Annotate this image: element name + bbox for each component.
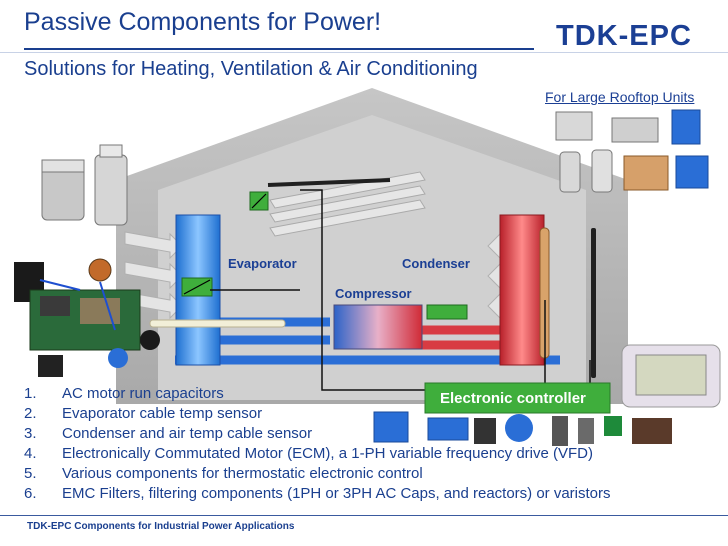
page-title: Passive Components for Power! — [24, 8, 382, 36]
condenser-label: Condenser — [402, 256, 470, 271]
rooftop-units-label: For Large Rooftop Units — [545, 89, 695, 105]
list-number: 6. — [24, 485, 37, 502]
list-text: Condenser and air temp cable sensor — [62, 425, 313, 442]
list-item: 2. Evaporator cable temp sensor — [24, 405, 611, 425]
list-item: 4. Electronically Commutated Motor (ECM),… — [24, 445, 611, 465]
list-item: 6. EMC Filters, filtering components (1PH… — [24, 485, 611, 505]
electronic-controller: Electronic controller — [424, 382, 611, 414]
list-number: 3. — [24, 425, 37, 442]
evaporator-label: Evaporator — [228, 256, 297, 271]
controller-label: Electronic controller — [440, 390, 586, 407]
list-number: 1. — [24, 385, 37, 402]
list-item: 1. AC motor run capacitors — [24, 385, 611, 405]
tdk-epc-logo: TDK-EPC — [556, 20, 692, 52]
list-text: Evaporator cable temp sensor — [62, 405, 263, 422]
list-text: AC motor run capacitors — [62, 385, 224, 402]
ecm-drive-board — [14, 258, 160, 377]
list-text: Electronically Commutated Motor (ECM), a… — [62, 445, 593, 462]
condenser-coil — [499, 214, 545, 366]
list-number: 5. — [24, 465, 37, 482]
evaporator-cable-sensor — [149, 178, 391, 328]
controller-component-row — [373, 411, 672, 446]
compressor-label: Compressor — [335, 286, 412, 301]
component-list: 1. AC motor run capacitors 2. Evaporator c… — [24, 385, 611, 505]
list-number: 2. — [24, 405, 37, 422]
footer-rule — [0, 515, 728, 516]
signal-wires — [210, 189, 591, 391]
motor-run-capacitors — [41, 144, 128, 226]
list-number: 4. — [24, 445, 37, 462]
list-text: EMC Filters, filtering components (1PH o… — [62, 485, 611, 502]
footer-text: TDK-EPC Components for Industrial Power … — [27, 521, 295, 532]
thermostat-display — [621, 344, 721, 408]
rooftop-components — [555, 109, 709, 193]
list-item: 3. Condenser and air temp cable sensor — [24, 425, 611, 445]
header-rule-light — [0, 52, 728, 53]
list-text: Various components for thermostatic elec… — [62, 465, 423, 482]
page-subtitle: Solutions for Heating, Ventilation & Air… — [24, 58, 478, 80]
title-underline — [24, 48, 534, 50]
list-item: 5. Various components for thermostatic el… — [24, 465, 611, 485]
condenser-temp-sensor — [426, 227, 596, 378]
compressor-unit — [333, 304, 423, 350]
